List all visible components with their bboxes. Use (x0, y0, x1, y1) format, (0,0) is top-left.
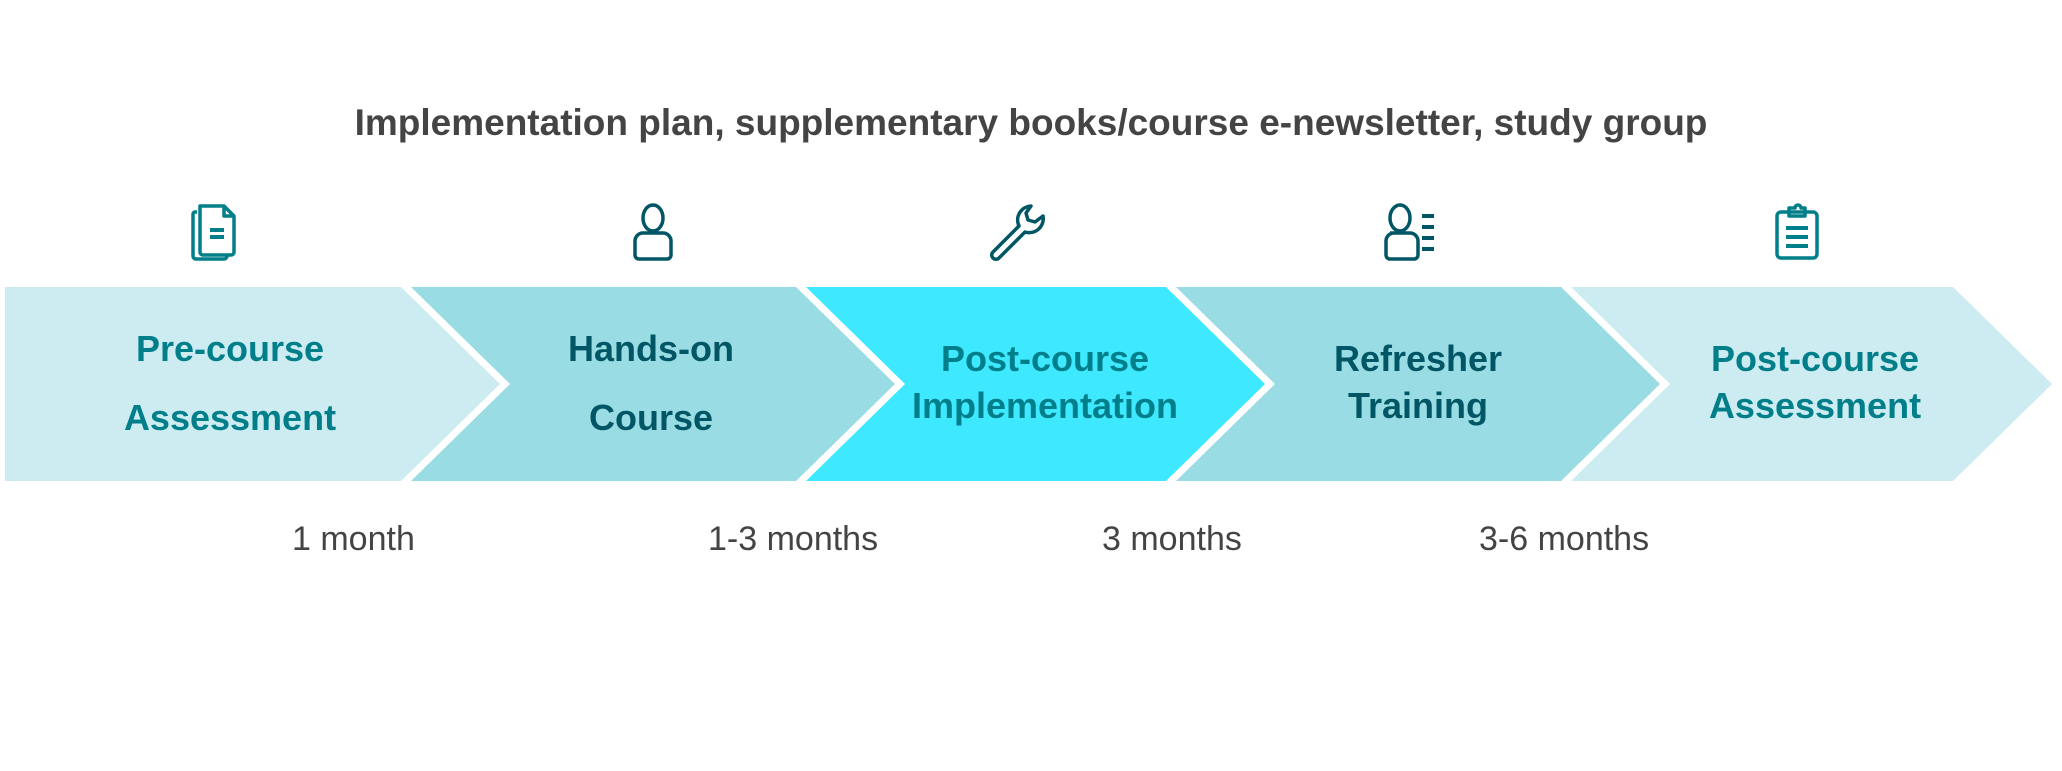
step-label-post-course-implementation: Post-course Implementation (835, 336, 1255, 430)
person-icon (633, 203, 673, 261)
chevron-step-4 (1176, 287, 1660, 481)
step-label-line: Hands-on (568, 328, 734, 369)
step-label-line: Assessment (123, 396, 337, 438)
duration-label: 1-3 months (708, 520, 879, 558)
step-label-line: Pre-course (135, 328, 325, 369)
step-label-refresher-training: Refresher Training (1208, 336, 1628, 430)
chevron-step-3 (806, 287, 1265, 481)
duration-label: 3 months (1102, 520, 1242, 558)
documents-icon (191, 204, 236, 261)
step-label-line: Training (1347, 384, 1488, 426)
chevron-step-5 (1571, 287, 2052, 481)
chevron-step-2 (411, 287, 895, 481)
step-label-line: Post-course (1710, 338, 1920, 379)
duration-label: 3-6 months (1479, 520, 1650, 558)
duration-label: 1 month (292, 520, 415, 558)
step-label-line: Post-course (940, 338, 1150, 379)
step-label-line: Course (588, 396, 714, 438)
step-label-line: Refresher (1333, 338, 1503, 379)
clipboard-icon (1775, 203, 1819, 260)
wrench-icon (990, 204, 1045, 261)
chevron-step-1 (5, 287, 500, 481)
diagram-title: Implementation plan, supplementary books… (354, 102, 1708, 143)
step-label-hands-on-course: Hands-on Course (441, 326, 861, 442)
step-label-line: Implementation (911, 384, 1179, 426)
step-label-post-course-assessment: Post-course Assessment (1605, 336, 2025, 430)
step-label-pre-course-assessment: Pre-course Assessment (20, 326, 440, 442)
person-list-icon (1384, 203, 1434, 261)
step-label-line: Assessment (1708, 384, 1922, 426)
